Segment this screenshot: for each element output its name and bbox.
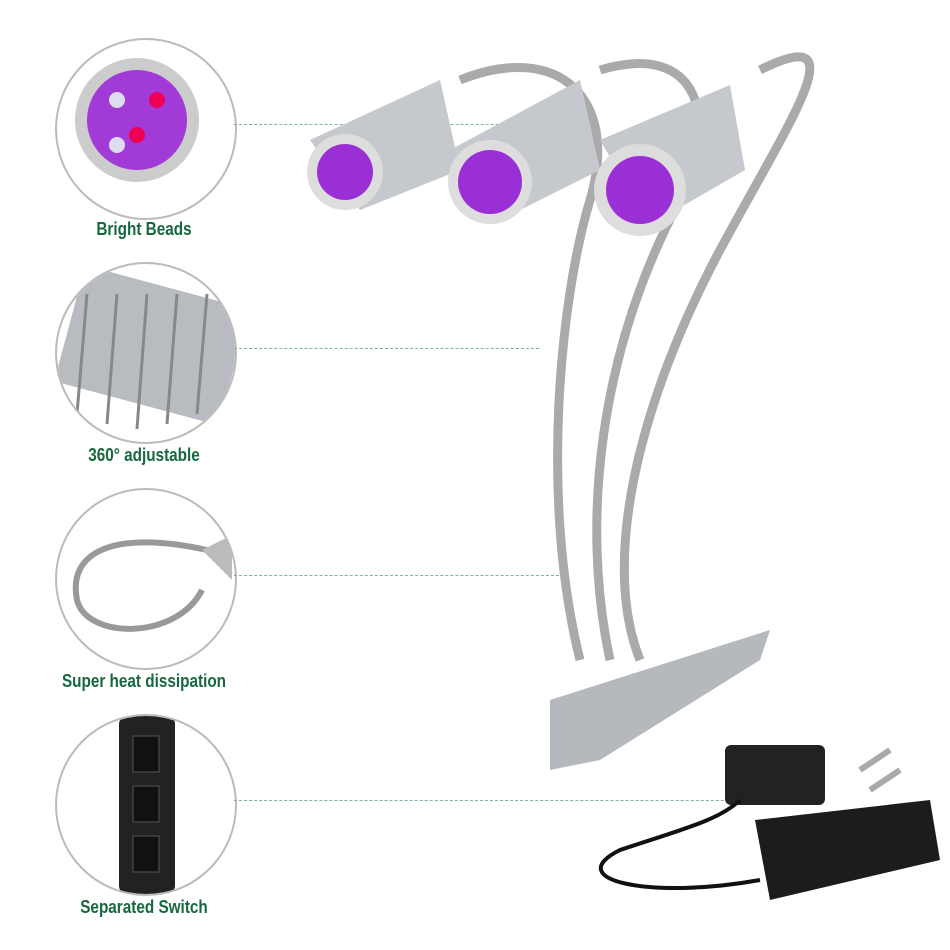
feature-bright-beads-image: [55, 38, 237, 220]
switch-panel-icon: [119, 716, 175, 894]
lamp-head: [448, 80, 600, 224]
lamp-head: [307, 80, 460, 210]
connector-line: [234, 575, 559, 576]
led-beads-icon: [75, 58, 199, 182]
power-adapter: [755, 800, 940, 900]
connector-line: [234, 348, 539, 349]
feature-label: Separated Switch: [80, 897, 208, 917]
connector-line: [234, 800, 754, 801]
feature-label: Super heat dissipation: [61, 671, 227, 691]
clip: [550, 630, 770, 770]
switch-box: [725, 745, 825, 805]
feature-switch-image: [55, 714, 237, 896]
gooseneck-icon: [72, 535, 232, 632]
feature-label: 360° adjustable: [88, 445, 200, 465]
feature-adjustable-image: [55, 262, 237, 444]
heatsink-icon: [57, 265, 235, 430]
feature-heat-dissipation-image: [55, 488, 237, 670]
feature-label: Bright Beads: [96, 219, 192, 239]
lamp-head: [594, 85, 745, 236]
